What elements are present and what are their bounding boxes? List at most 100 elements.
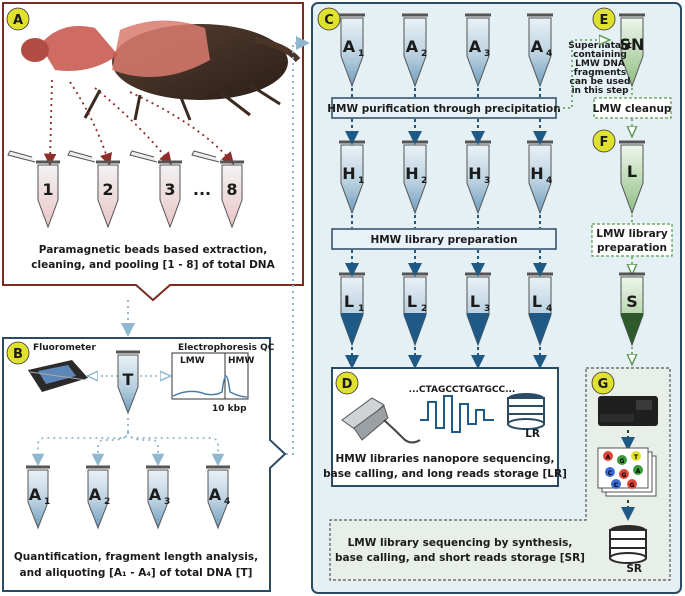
base-g-3: G: [630, 482, 635, 489]
step-hmw-purification: [331, 97, 557, 119]
row3-tube-4-label: L: [532, 292, 542, 311]
supernatant-note-1: Supernatant: [568, 41, 632, 51]
sequencer-device: [598, 396, 658, 426]
badge-g: G: [598, 377, 609, 392]
supernatant-note-6: in this step: [571, 86, 629, 96]
hmw-region-label: HMW: [228, 356, 254, 366]
signal-trace: [420, 395, 494, 433]
hmw-flow-arrows: [345, 88, 547, 369]
electrophoresis-label: Electrophoresis QC: [178, 343, 275, 353]
tube-s-label: S: [626, 292, 638, 311]
base-c-2: C: [614, 482, 619, 489]
badge-b: B: [13, 347, 23, 362]
row1-tube-1-sub: 1: [358, 49, 364, 59]
row3-tube-3-sub: 3: [484, 304, 490, 314]
row2-tube-4-sub: 4: [546, 176, 552, 186]
supernatant-note-5: can be used: [570, 77, 631, 87]
row1-tube-3-sub: 3: [484, 49, 490, 59]
fluorometer-device: [28, 360, 88, 392]
badge-f: F: [600, 135, 609, 150]
row2-tube-2-label: H: [405, 164, 418, 183]
row2-tube-1-label: H: [342, 164, 355, 183]
badge-c: C: [324, 13, 334, 28]
panel-f: F L LMW library preparation S: [591, 129, 673, 360]
row2-tube-3-label: H: [468, 164, 481, 183]
fluorometer-label: Fluorometer: [33, 343, 96, 353]
badge-d: D: [342, 377, 353, 392]
base-t-1: T: [634, 454, 639, 461]
arrow-supernatant: [558, 40, 605, 109]
flow-cell: A G T C G A C G: [597, 447, 657, 497]
step-lmw-cleanup: [593, 97, 672, 119]
supernatant-note-4: fragments: [574, 68, 626, 78]
base-g-1: G: [620, 458, 625, 465]
step-hmw-purification-label: HMW purification through precipitation: [327, 103, 560, 115]
step-lmw-library: [591, 223, 673, 257]
step-lmw-cleanup-label: LMW cleanup: [593, 103, 672, 115]
row2-tube-3-sub: 3: [484, 176, 490, 186]
nanopore-device: [341, 397, 421, 444]
aliquot-4-sub: 4: [224, 497, 230, 507]
tube-total: [116, 350, 140, 415]
base-a-1: A: [606, 454, 611, 461]
supernatant-note-2: containing: [573, 50, 627, 60]
tube-3-label: 3: [164, 180, 175, 199]
panel-g: G A G T C G A C G: [329, 367, 671, 581]
ellipsis: ...: [193, 180, 211, 199]
row1-tube-4-sub: 4: [546, 49, 552, 59]
aliquot-arrows: [31, 418, 225, 467]
row2-tube-4-label: H: [530, 164, 543, 183]
aliquot-2-label: A: [89, 485, 102, 504]
database-sr-icon: [609, 525, 647, 564]
row3-tube-1-label: L: [344, 292, 354, 311]
row2-tube-1-sub: 1: [358, 176, 364, 186]
row3-tube-2-label: L: [407, 292, 417, 311]
step-hmw-library-label: HMW library preparation: [370, 234, 517, 246]
panel-b: B Fluorometer Electrophoresis QC LMW HMW…: [2, 337, 287, 592]
aliquot-3-label: A: [149, 485, 162, 504]
panel-d-caption-1: HMW libraries nanopore sequencing,: [336, 453, 555, 465]
lr-label: LR: [525, 428, 540, 440]
base-a-2: A: [636, 468, 641, 475]
base-c-1: C: [608, 470, 613, 477]
electrophoresis-plot: LMW HMW 10 kbp: [171, 352, 254, 414]
aliquot-1-label: A: [29, 485, 42, 504]
sample-arrows: [43, 79, 235, 167]
database-icon: [507, 393, 545, 430]
panel-d-caption-2: base calling, and long reads storage [LR…: [323, 468, 567, 480]
tube-sn-label: SN: [620, 35, 645, 54]
badge-a: A: [13, 13, 23, 28]
row1-tube-2-sub: 2: [421, 49, 427, 59]
panel-d: D ...CTAGCCTGATGCC... LR HMW libraries n…: [323, 367, 567, 487]
dna-sequence: ...CTAGCCTGATGCC...: [409, 385, 516, 395]
panel-a-caption-2: cleaning, and pooling [1 - 8] of total D…: [31, 259, 275, 271]
panel-b-caption-2: and aliquoting [A₁ - A₄] of total DNA [T…: [20, 567, 253, 579]
kbp-label: 10 kbp: [212, 404, 247, 414]
aliquot-1-sub: 1: [44, 497, 50, 507]
panel-g-caption-2: base calling, and short reads storage [S…: [335, 552, 585, 564]
aliquot-3-sub: 3: [164, 497, 170, 507]
row1-tubes: A 1 A 2 A 3 A 4: [339, 13, 553, 88]
step-lmw-library-label-1: LMW library: [596, 228, 668, 240]
panel-g-caption-1: LMW library sequencing by synthesis,: [348, 537, 573, 549]
badge-e: E: [600, 13, 609, 28]
beetle-image: [21, 20, 301, 121]
aliquot-2-sub: 2: [104, 497, 110, 507]
row3-tube-3-label: L: [470, 292, 480, 311]
aliquot-4-label: A: [209, 485, 222, 504]
base-g-2: G: [622, 472, 627, 479]
panel-b-caption-1: Quantification, fragment length analysis…: [14, 551, 258, 563]
tube-2-label: 2: [102, 180, 113, 199]
panel-e: E SN Supernatant containing LMW DNA frag…: [558, 7, 672, 132]
row3-tube-2-sub: 2: [421, 304, 427, 314]
row1-tube-2-label: A: [406, 37, 419, 56]
extraction-tubes: 1 2 3 ... 8: [7, 150, 244, 229]
lmw-region-label: LMW: [180, 356, 205, 366]
tube-t-label: T: [123, 370, 134, 389]
row3-tube-1-sub: 1: [358, 304, 364, 314]
tube-l-label: L: [627, 162, 637, 181]
row1-tube-4-label: A: [531, 37, 544, 56]
panel-c: C A 1 A 2 A 3 A 4 HMW purification throu…: [311, 2, 682, 594]
supernatant-note-3: LMW DNA: [575, 59, 625, 69]
